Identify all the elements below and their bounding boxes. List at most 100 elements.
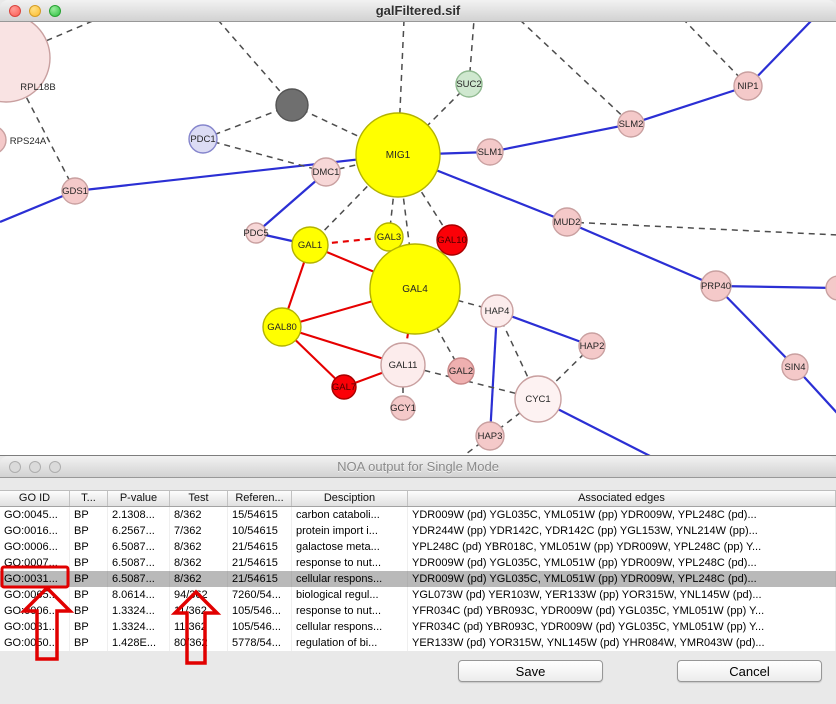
graph-edge: [202, 138, 327, 173]
column-header-referen[interactable]: Referen...: [228, 491, 292, 506]
graph-node-hap2[interactable]: [578, 332, 606, 360]
column-header-go-id[interactable]: GO ID: [0, 491, 70, 506]
close-button-icon[interactable]: [9, 5, 21, 17]
network-graph: RPL18BRPS24AGDS1PDC1MIG1SUC2SLM1SLM2NIP1…: [0, 22, 836, 455]
table-cell: GO:0031...: [0, 571, 70, 587]
table-cell: 1.3324...: [108, 603, 170, 619]
graph-node-label: GDS1: [62, 186, 88, 197]
graph-node-hap3[interactable]: [475, 421, 505, 451]
graph-node-label: GAL80: [267, 322, 297, 333]
graph-node-msn[interactable]: [825, 275, 836, 301]
table-cell: YDR009W (pd) YGL035C, YML051W (pp) YDR00…: [408, 571, 836, 587]
graph-node-gal80[interactable]: [262, 307, 302, 347]
table-cell: 80/362: [170, 635, 228, 651]
table-cell: 6.2567...: [108, 523, 170, 539]
column-header-test[interactable]: Test: [170, 491, 228, 506]
graph-node-dmc1[interactable]: [311, 157, 341, 187]
graph-node-gal1[interactable]: [291, 226, 329, 264]
graph-node-mud2[interactable]: [552, 207, 582, 237]
minimize-button-icon[interactable]: [29, 461, 41, 473]
graph-node-gal3[interactable]: [374, 222, 404, 252]
graph-node-rpl18b[interactable]: [0, 22, 51, 103]
graph-node-sin4[interactable]: [781, 353, 809, 381]
graph-node-prp40[interactable]: [700, 270, 732, 302]
graph-node-suc2[interactable]: [455, 70, 483, 98]
graph-node-rps24a[interactable]: [0, 126, 7, 154]
close-button-icon[interactable]: [9, 461, 21, 473]
table-cell: BP: [70, 539, 108, 555]
graph-node-cyc1[interactable]: [514, 375, 562, 423]
graph-node-pdc5[interactable]: [245, 222, 267, 244]
graph-node-gal7[interactable]: [331, 374, 357, 400]
graph-node-gal11[interactable]: [380, 342, 426, 388]
table-cell: BP: [70, 587, 108, 603]
table-cell: YGL073W (pd) YER103W, YER133W (pp) YOR31…: [408, 587, 836, 603]
zoom-button-icon[interactable]: [49, 5, 61, 17]
network-window-titlebar[interactable]: galFiltered.sif: [0, 0, 836, 22]
graph-edge: [488, 310, 499, 437]
graph-edge: [397, 83, 470, 156]
graph-node-gcy1[interactable]: [390, 395, 416, 421]
graph-node-gal4[interactable]: [369, 243, 461, 335]
graph-node-label: GAL4: [402, 284, 428, 295]
graph-edge: [630, 84, 749, 126]
graph-edge: [402, 364, 539, 400]
table-cell: response to nut...: [292, 555, 408, 571]
zoom-button-icon[interactable]: [49, 461, 61, 473]
graph-node-gal2[interactable]: [447, 357, 475, 385]
table-cell: 1.3324...: [108, 619, 170, 635]
graph-node-gal10[interactable]: [436, 224, 468, 256]
column-header-associated-edges[interactable]: Associated edges: [408, 491, 836, 506]
table-cell: 11/362: [170, 619, 228, 635]
table-cell: 10/54615: [228, 523, 292, 539]
column-header-t[interactable]: T...: [70, 491, 108, 506]
network-window-title: galFiltered.sif: [375, 3, 461, 18]
graph-node-hap4[interactable]: [480, 294, 514, 328]
table-cell: GO:0007...: [0, 555, 70, 571]
graph-node-label: GAL1: [298, 240, 322, 251]
graph-node-nip1[interactable]: [733, 71, 763, 101]
graph-node-mig1[interactable]: [355, 112, 441, 198]
minimize-button-icon[interactable]: [29, 5, 41, 17]
graph-edge: [566, 220, 717, 288]
noa-window-titlebar[interactable]: NOA output for Single Mode: [0, 456, 836, 478]
table-cell: YDR244W (pp) YDR142C, YDR142C (pp) YGL15…: [408, 523, 836, 539]
graph-node-label: GAL3: [377, 232, 401, 243]
graph-node-pdc1[interactable]: [188, 124, 218, 154]
graph-edge: [489, 122, 632, 154]
table-cell: 6.5087...: [108, 571, 170, 587]
graph-node-label: SUC2: [456, 79, 481, 90]
graph-edge: [496, 309, 593, 348]
graph-node-gray[interactable]: [275, 88, 309, 122]
table-cell: GO:0006...: [0, 603, 70, 619]
table-cell: 15/54615: [228, 507, 292, 523]
table-cell: BP: [70, 555, 108, 571]
graph-node-label: HAP4: [485, 306, 510, 317]
graph-node-slm1[interactable]: [476, 138, 504, 166]
cancel-button[interactable]: Cancel: [677, 660, 822, 682]
table-cell: BP: [70, 619, 108, 635]
table-cell: YER133W (pd) YOR315W, YNL145W (pd) YHR08…: [408, 635, 836, 651]
table-cell: 105/546...: [228, 619, 292, 635]
graph-node-gds1[interactable]: [61, 177, 89, 205]
column-header-p-value[interactable]: P-value: [108, 491, 170, 506]
graph-edge: [684, 22, 749, 87]
graph-node-slm2[interactable]: [617, 110, 645, 138]
column-header-desciption[interactable]: Desciption: [292, 491, 408, 506]
graph-node-label: RPL18B: [20, 82, 55, 93]
table-cell: 6.5087...: [108, 555, 170, 571]
save-button[interactable]: Save: [458, 660, 603, 682]
table-cell: 7260/54...: [228, 587, 292, 603]
